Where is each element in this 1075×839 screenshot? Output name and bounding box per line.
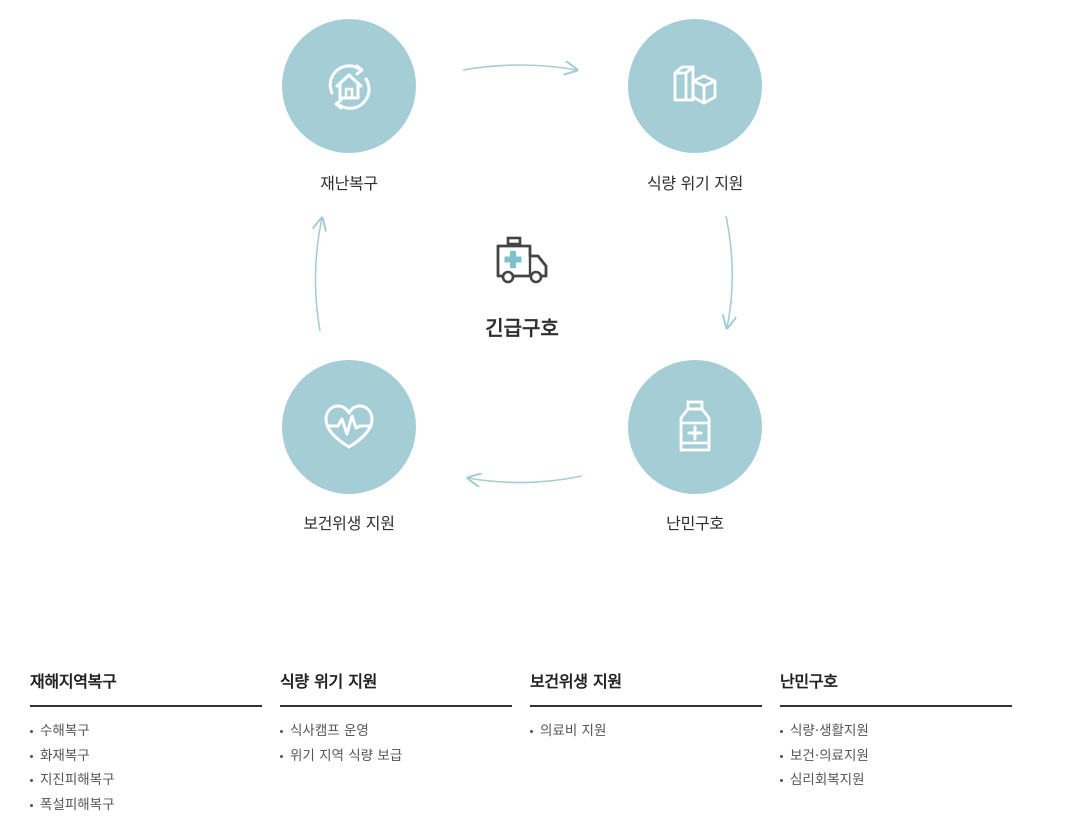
heart-pulse-icon — [324, 404, 374, 449]
column-health-hygiene: 보건위생 지원 의료비 지원 — [530, 668, 762, 744]
column-title: 보건위생 지원 — [530, 668, 762, 707]
arrow-bottom — [468, 476, 583, 483]
list-item: 폭설피해복구 — [30, 793, 262, 818]
node-refugee-relief-circle — [628, 360, 762, 494]
node-label-refugee-relief: 난민구호 — [666, 514, 724, 533]
node-label-disaster-recovery: 재난복구 — [320, 174, 378, 193]
node-label-health-hygiene: 보건위생 지원 — [303, 514, 395, 533]
list-item: 수해복구 — [30, 719, 262, 744]
emergency-relief-cycle-diagram: 재난복구 식량 위기 지원 긴급구호 보건위생 지원 — [280, 16, 765, 536]
column-list: 식량·생활지원 보건·의료지원 심리회복지원 — [780, 707, 1012, 793]
column-list: 식사캠프 운영 위기 지역 식량 보급 — [280, 707, 512, 768]
list-item: 의료비 지원 — [530, 719, 762, 744]
node-food-crisis-circle — [628, 19, 762, 153]
column-list: 의료비 지원 — [530, 707, 762, 744]
boxes-icon — [673, 65, 717, 105]
arrow-top — [462, 65, 577, 70]
node-label-food-crisis: 식량 위기 지원 — [646, 174, 744, 193]
list-item: 보건·의료지원 — [780, 744, 1012, 769]
center-label: 긴급구호 — [485, 316, 559, 340]
ambulance-icon — [496, 236, 548, 284]
list-item: 식량·생활지원 — [780, 719, 1012, 744]
medicine-bottle-icon — [679, 400, 711, 452]
arrow-right — [726, 215, 732, 328]
column-list: 수해복구 화재복구 지진피해복구 폭설피해복구 — [30, 707, 262, 817]
column-title: 식량 위기 지원 — [280, 668, 512, 707]
column-title: 재해지역복구 — [30, 668, 262, 707]
column-refugee-relief: 난민구호 식량·생활지원 보건·의료지원 심리회복지원 — [780, 668, 1012, 793]
list-item: 위기 지역 식량 보급 — [280, 744, 512, 769]
column-food-crisis: 식량 위기 지원 식사캠프 운영 위기 지역 식량 보급 — [280, 668, 512, 768]
column-title: 난민구호 — [780, 668, 1012, 707]
list-item: 화재복구 — [30, 744, 262, 769]
list-item: 식사캠프 운영 — [280, 719, 512, 744]
node-health-hygiene-circle — [282, 360, 416, 494]
list-item: 심리회복지원 — [780, 768, 1012, 793]
arrow-left — [315, 218, 322, 332]
column-disaster-area-recovery: 재해지역복구 수해복구 화재복구 지진피해복구 폭설피해복구 — [30, 668, 262, 817]
list-item: 지진피해복구 — [30, 768, 262, 793]
house-recovery-icon — [328, 64, 371, 110]
node-disaster-recovery-circle — [282, 19, 416, 153]
cycle-arrows — [280, 16, 765, 536]
